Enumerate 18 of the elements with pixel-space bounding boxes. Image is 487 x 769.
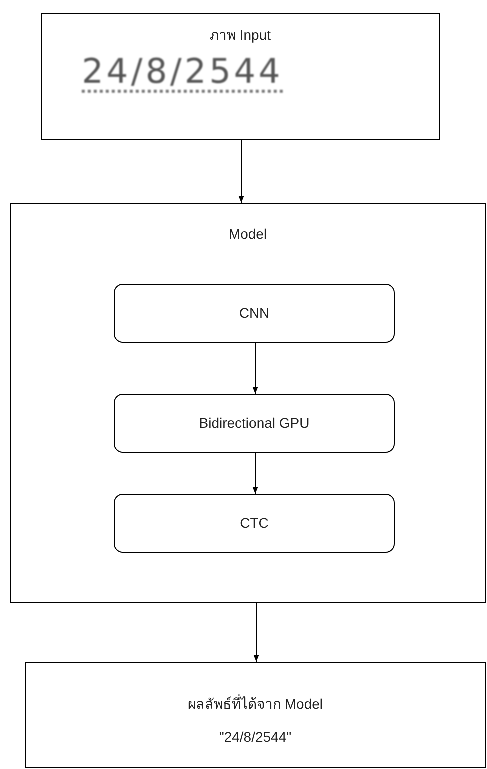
node-title: ภาพ Input: [208, 26, 272, 45]
result-text: "24/8/2544": [218, 729, 293, 745]
handwriting-image: 24/8/2544: [82, 54, 284, 93]
process-label: CTC: [239, 515, 270, 531]
arrow: [254, 602, 260, 662]
node-title: ผลลัพธ์ที่ได้จาก Model: [186, 694, 324, 714]
arrow: [238, 140, 244, 204]
arrow: [252, 342, 258, 394]
process-label: Bidirectional GPU: [198, 415, 311, 431]
process-box: [114, 394, 395, 453]
input-box: [41, 13, 440, 140]
process-label: CNN: [238, 305, 271, 321]
arrow: [252, 452, 258, 494]
process-box: [114, 494, 395, 553]
model-container: [10, 203, 486, 603]
process-box: [114, 284, 395, 343]
output-box: [25, 662, 486, 768]
group-title: Model: [228, 226, 268, 242]
